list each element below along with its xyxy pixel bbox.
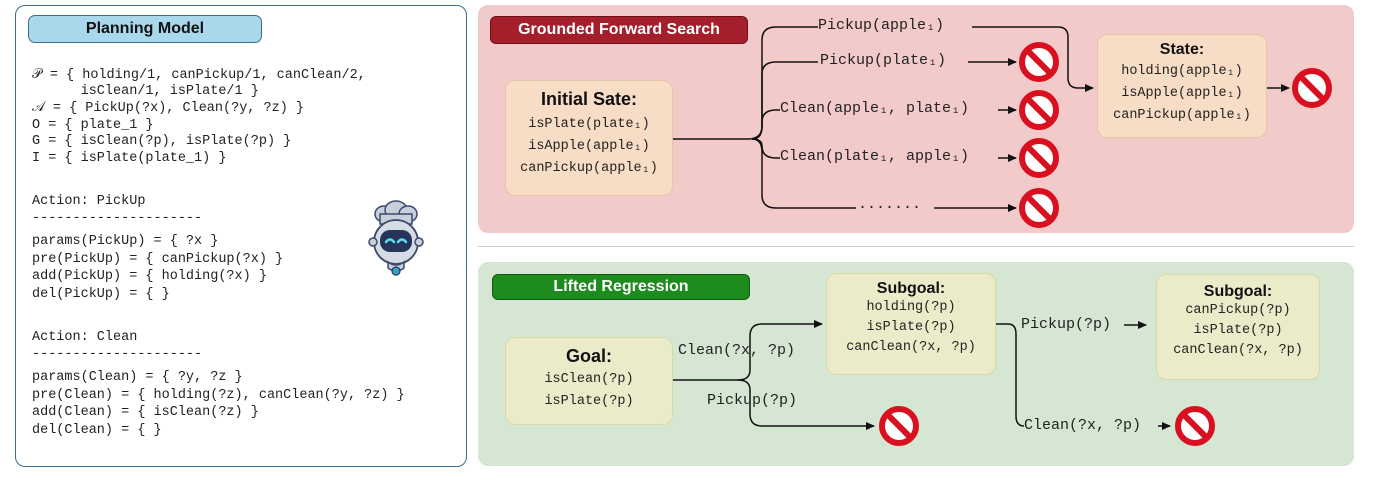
predicates-line-2: isClean/1, isPlate/1 }: [32, 84, 259, 99]
prohibited-icon: [1019, 90, 1059, 130]
initial-state-box: Initial Sate: isPlate(plate₁) isApple(ap…: [505, 80, 673, 196]
initial-fact: isApple(apple₁): [528, 139, 650, 154]
goal-box: Goal: isClean(?p) isPlate(?p): [505, 337, 673, 425]
pickup-params: params(PickUp) = { ?x }: [32, 234, 219, 249]
prohibited-icon: [1019, 138, 1059, 178]
robot-chef-icon: [368, 200, 424, 276]
subgoal-box-1: Subgoal: holding(?p) isPlate(?p) canClea…: [826, 273, 996, 375]
goal-title: Goal:: [565, 346, 612, 366]
prohibited-icon: [1019, 188, 1059, 228]
initial-fact: canPickup(apple₁): [520, 161, 658, 176]
subgoal-fact: holding(?p): [866, 300, 956, 315]
forward-search-tag: Grounded Forward Search: [490, 16, 748, 44]
action-pickup-header: Action: PickUp: [32, 194, 146, 209]
subgoal-fact: canClean(?x, ?p): [1173, 343, 1303, 358]
clean-pre: pre(Clean) = { holding(?z), canClean(?y,…: [32, 388, 405, 403]
predicates-line-1: 𝒫 = { holding/1, canPickup/1, canClean/2…: [32, 68, 366, 83]
pickup-del: del(PickUp) = { }: [32, 287, 170, 302]
branch-label: Pickup(apple₁): [818, 17, 945, 34]
init-line: I = { isPlate(plate_1) }: [32, 151, 227, 166]
subgoal-box-2: Subgoal: canPickup(?p) isPlate(?p) canCl…: [1156, 274, 1320, 380]
goal-line: G = { isClean(?p), isPlate(?p) }: [32, 134, 292, 149]
clean-params: params(Clean) = { ?y, ?z }: [32, 370, 243, 385]
prohibited-icon: [1175, 406, 1215, 446]
goal-fact: isClean(?p): [544, 372, 634, 387]
subgoal-fact: isPlate(?p): [1193, 323, 1283, 338]
state-fact: holding(apple₁): [1121, 64, 1243, 79]
edge-clean: Clean(?x, ?p): [678, 342, 796, 359]
prohibited-icon: [1292, 68, 1332, 108]
initial-fact: isPlate(plate₁): [528, 117, 650, 132]
pickup-add: add(PickUp) = { holding(?x) }: [32, 269, 267, 284]
panel-divider: [478, 246, 1354, 247]
state-fact: isApple(apple₁): [1121, 86, 1243, 101]
planning-model-title: Planning Model: [28, 15, 262, 43]
prohibited-icon: [879, 406, 919, 446]
subgoal-fact: isPlate(?p): [866, 320, 956, 335]
subgoal-title: Subgoal:: [876, 280, 946, 297]
arrow-pickup-to-prohibited: [737, 379, 875, 430]
state-title: State:: [1159, 41, 1205, 58]
subgoal-fact: canPickup(?p): [1185, 303, 1291, 318]
prohibited-icons: [879, 42, 1332, 446]
lifted-regression-tag: Lifted Regression: [492, 274, 750, 300]
branch-label: Clean(apple₁, plate₁): [780, 100, 970, 117]
goal-fact: isPlate(?p): [544, 394, 634, 409]
arrow-clean-to-subgoal: [672, 320, 823, 381]
subgoal-fact: canClean(?x, ?p): [846, 340, 976, 355]
branch-label: Clean(plate₁, apple₁): [780, 148, 970, 165]
arrow-to-state: [972, 26, 1094, 92]
objects-line: O = { plate_1 }: [32, 118, 154, 133]
branch-pickup-apple: [747, 26, 818, 140]
subgoal-title: Subgoal:: [1203, 283, 1273, 300]
edge-pickup: Pickup(?p): [1021, 316, 1112, 333]
initial-state-title: Initial Sate:: [540, 89, 638, 109]
edge-clean: Clean(?x, ?p): [1024, 417, 1142, 434]
state-fact: canPickup(apple₁): [1113, 108, 1251, 123]
prohibited-icon: [1019, 42, 1059, 82]
action-clean-header: Action: Clean: [32, 330, 138, 345]
branch-label: Pickup(plate₁): [820, 52, 947, 69]
edge-pickup: Pickup(?p): [707, 392, 798, 409]
clean-del: del(Clean) = { }: [32, 423, 162, 438]
state-box: State: holding(apple₁) isApple(apple₁) c…: [1097, 34, 1267, 138]
clean-add: add(Clean) = { isClean(?z) }: [32, 405, 259, 420]
separator-2: ---------------------: [32, 347, 203, 362]
pickup-pre: pre(PickUp) = { canPickup(?x) }: [32, 252, 284, 267]
separator-1: ---------------------: [32, 211, 203, 226]
actions-line: 𝒜 = { PickUp(?x), Clean(?y, ?z) }: [32, 101, 305, 116]
branch-ellipsis: .......: [858, 196, 922, 213]
